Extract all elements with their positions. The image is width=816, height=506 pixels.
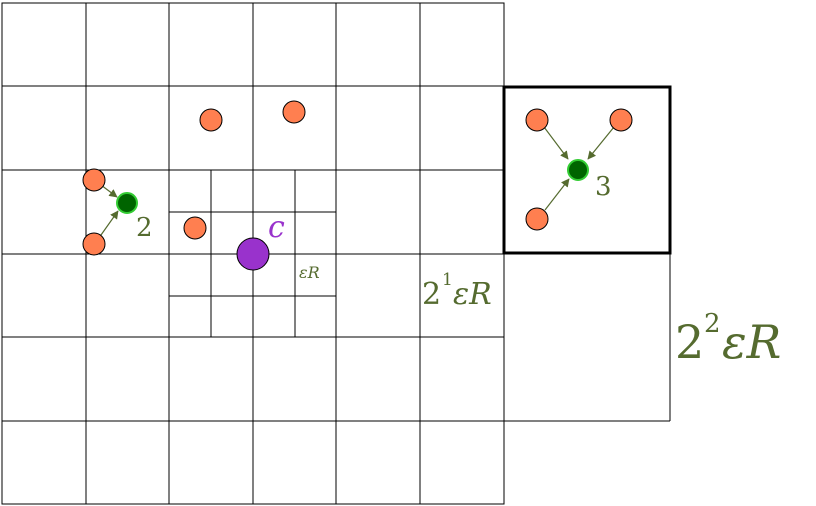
eps-r-label: εR xyxy=(299,263,320,282)
svg-text:εR: εR xyxy=(453,277,492,312)
svg-text:2: 2 xyxy=(422,277,441,312)
orange-point xyxy=(609,108,633,132)
large-scale-square xyxy=(504,253,671,422)
scale-2-label: 2 2 εR xyxy=(675,309,781,369)
orange-point xyxy=(525,108,549,132)
svg-text:1: 1 xyxy=(442,270,453,290)
center-point xyxy=(236,237,270,271)
center-label: c xyxy=(268,210,285,245)
arrows xyxy=(100,126,615,236)
orange-point xyxy=(82,168,106,192)
scale-1-label: 2 1 εR xyxy=(422,270,492,312)
svg-text:2: 2 xyxy=(675,315,704,369)
svg-text:2: 2 xyxy=(704,309,721,339)
highlighted-cell xyxy=(502,85,672,255)
arrow-to-cluster-2-top xyxy=(100,184,118,198)
arrow-to-cluster-3-b xyxy=(587,126,615,160)
cluster-2-label: 2 xyxy=(136,213,153,243)
cluster-3-label: 3 xyxy=(595,172,612,202)
svg-text:εR: εR xyxy=(722,315,781,369)
orange-point xyxy=(199,108,223,132)
cluster-point-2 xyxy=(116,192,138,214)
coarse-grid xyxy=(1,2,505,505)
orange-points xyxy=(82,100,633,256)
orange-point xyxy=(525,207,549,231)
orange-point xyxy=(82,232,106,256)
orange-point xyxy=(183,216,207,240)
arrow-to-cluster-2-bottom xyxy=(100,210,119,236)
arrow-to-cluster-3-c xyxy=(544,178,570,211)
cluster-point-3 xyxy=(567,159,589,181)
arrow-to-cluster-3-a xyxy=(543,126,569,160)
orange-point xyxy=(282,100,306,124)
